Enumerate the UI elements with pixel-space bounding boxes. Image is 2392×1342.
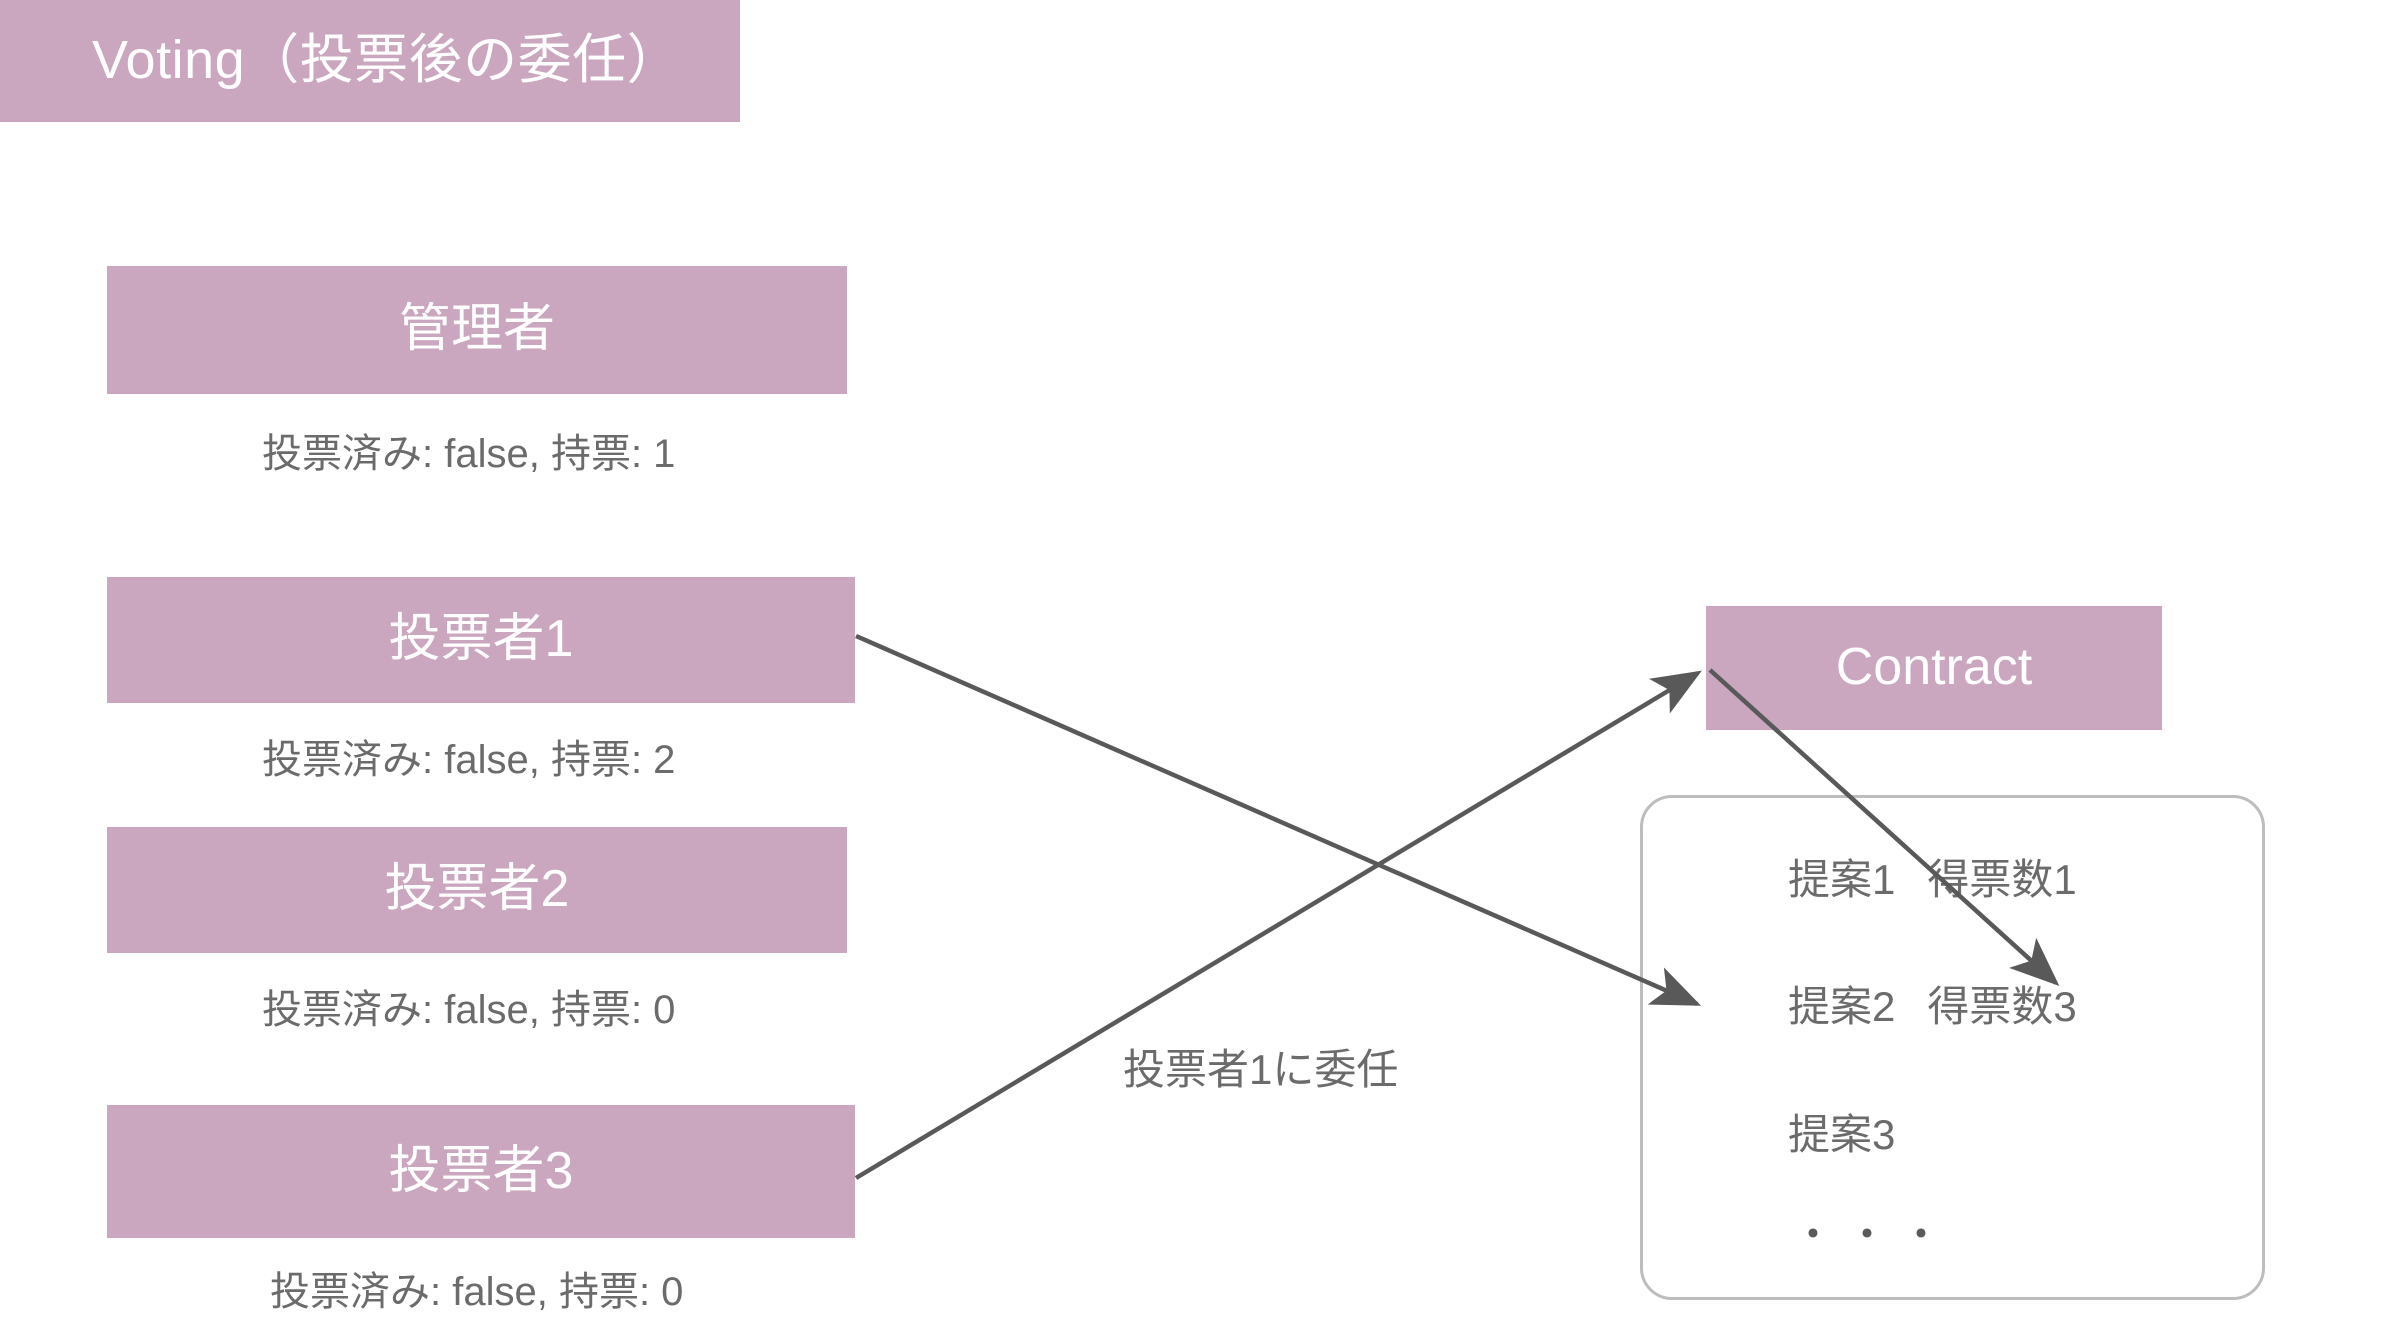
actor-label-voter2: 投票者2: [384, 860, 570, 919]
arrow-voter1-to-proposals: [855, 633, 1702, 1007]
actor-box-voter1[interactable]: 投票者1: [107, 577, 855, 703]
proposal-name-2: 提案2: [1788, 983, 1896, 1030]
proposal-name-3: 提案3: [1788, 1111, 1896, 1158]
status-text-voter3: 投票済み: false, 持票: 0: [270, 1270, 684, 1314]
contract-box[interactable]: Contract: [1706, 606, 2162, 730]
proposal-votes-1: 得票数1: [1927, 856, 2077, 903]
contract-label: Contract: [1835, 638, 2033, 697]
proposal-row: 提案2 得票数3: [1788, 982, 2077, 1032]
actor-label-admin: 管理者: [398, 300, 555, 359]
status-text-voter2: 投票済み: false, 持票: 0: [262, 988, 676, 1032]
actor-label-voter3: 投票者3: [388, 1141, 574, 1200]
proposal-row: 提案3: [1788, 1110, 1927, 1160]
actor-label-voter1: 投票者1: [388, 610, 574, 669]
arrow-voter3-to-contract: [854, 670, 1702, 1180]
more-proposals-indicator: ・・・: [1792, 1211, 1955, 1258]
page-title: Voting（投票後の委任）: [92, 30, 682, 91]
proposal-row: 提案1 得票数1: [1788, 855, 2077, 905]
proposal-name-1: 提案1: [1788, 856, 1896, 903]
proposal-votes-2: 得票数3: [1927, 983, 2077, 1030]
actor-box-voter3[interactable]: 投票者3: [107, 1105, 855, 1238]
status-text-admin: 投票済み: false, 持票: 1: [262, 432, 676, 476]
status-text-voter1: 投票済み: false, 持票: 2: [262, 738, 676, 782]
edge-label-delegation: 投票者1に委任: [1123, 1046, 1399, 1093]
actor-box-voter2[interactable]: 投票者2: [107, 827, 847, 953]
actor-box-admin[interactable]: 管理者: [107, 266, 847, 394]
title-banner: Voting（投票後の委任）: [0, 0, 740, 122]
